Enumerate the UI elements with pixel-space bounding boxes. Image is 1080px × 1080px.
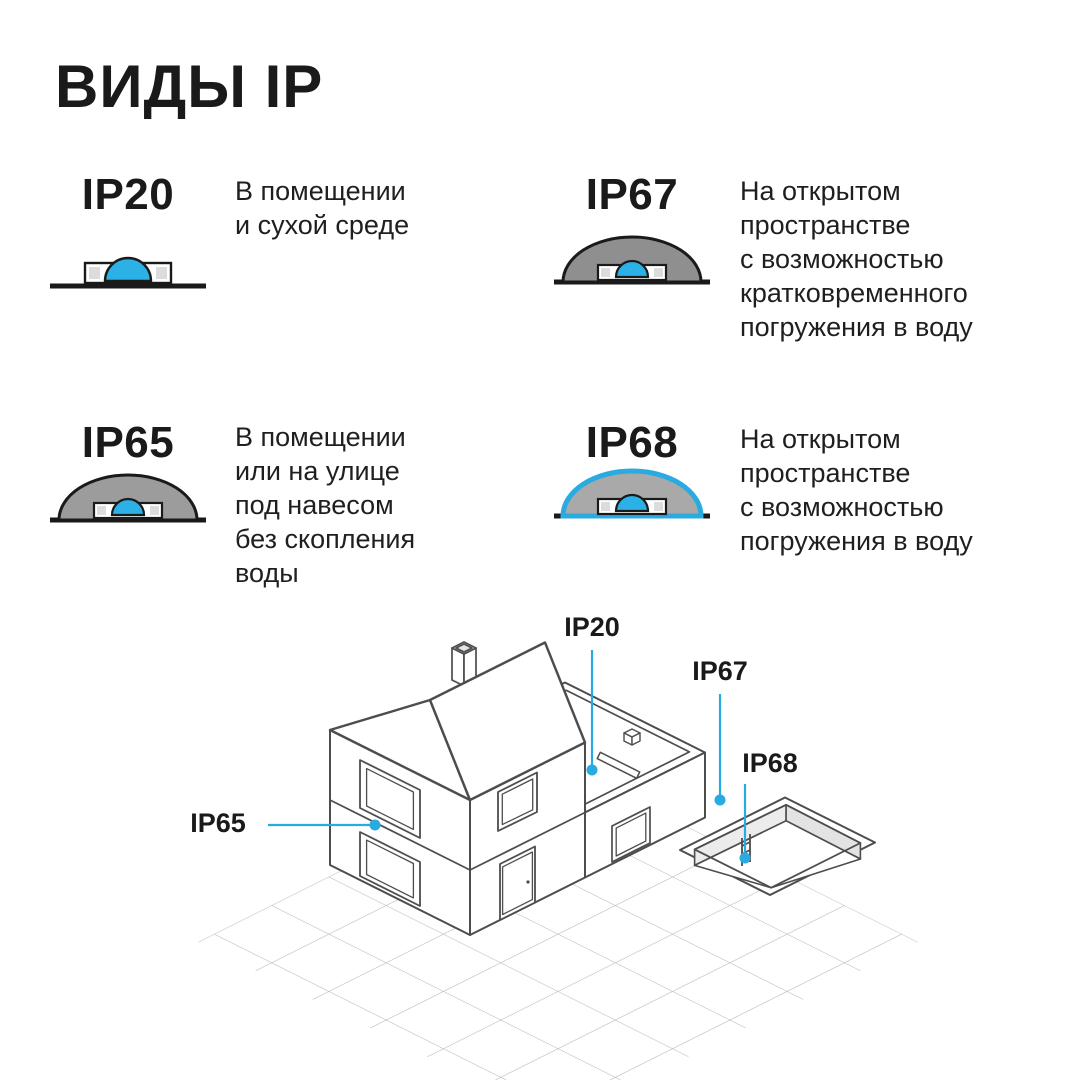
led-dome [614, 259, 650, 279]
led-dome [110, 497, 146, 517]
upper-window-pane [365, 767, 415, 831]
ip20-led-strip-icon [50, 256, 206, 289]
door-handle [526, 880, 530, 884]
strip-end-cap [601, 268, 610, 277]
rating-code-ip67: IP67 [585, 170, 679, 219]
led-dome [614, 493, 650, 513]
ip65-callout-dot [369, 819, 381, 831]
roof-slope [428, 641, 587, 802]
house-isometric-diagram [198, 641, 918, 1080]
floor-grid [198, 762, 918, 1080]
ip68-submersible-strip-icon [554, 468, 710, 519]
page-title: ВИДЫ IP [55, 53, 324, 120]
rating-desc-ip20: В помещении и сухой среде [235, 176, 410, 240]
strip-end-cap [150, 506, 159, 515]
floor-divider-line [469, 811, 586, 871]
strip-end-cap [654, 268, 663, 277]
ip67-callout-dot [714, 794, 726, 806]
diagram-label-ip68: IP68 [742, 748, 798, 778]
ip67-sealed-strip-icon [554, 235, 710, 285]
ip20-callout-dot [586, 764, 598, 776]
rating-desc-ip67: На открытом пространстве с возможностью … [740, 176, 973, 342]
lower-window-pane [365, 839, 415, 899]
rating-code-ip68: IP68 [585, 418, 679, 467]
led-dome [103, 256, 153, 283]
wing-window-pane [615, 812, 647, 857]
rating-desc-ip65: В помещении или на улице под навесом без… [235, 422, 416, 588]
front-upper-window-pane [501, 778, 534, 826]
ip65-sealed-strip-icon [50, 473, 206, 523]
diagram-label-ip20: IP20 [564, 612, 620, 642]
ip68-callout-dot [739, 852, 751, 864]
pool-basin-rim [693, 803, 862, 889]
strip-end-cap [654, 502, 663, 511]
rating-code-ip65: IP65 [81, 418, 175, 467]
diagram-label-ip67: IP67 [692, 656, 748, 686]
interior-fixture [623, 728, 641, 746]
strip-end-cap [97, 506, 106, 515]
strip-end-cap [89, 267, 100, 279]
ip-callouts [268, 650, 751, 864]
rating-code-ip20: IP20 [81, 170, 175, 219]
floor-divider-line [329, 799, 471, 871]
rating-desc-ip68: На открытом пространстве с возможностью … [740, 424, 973, 556]
diagram-label-ip65: IP65 [190, 808, 246, 838]
house [328, 641, 706, 936]
swimming-pool [679, 796, 876, 896]
interior-partition-wall [596, 751, 641, 780]
front-door-panel [501, 851, 534, 916]
strip-end-cap [156, 267, 167, 279]
strip-end-cap [601, 502, 610, 511]
